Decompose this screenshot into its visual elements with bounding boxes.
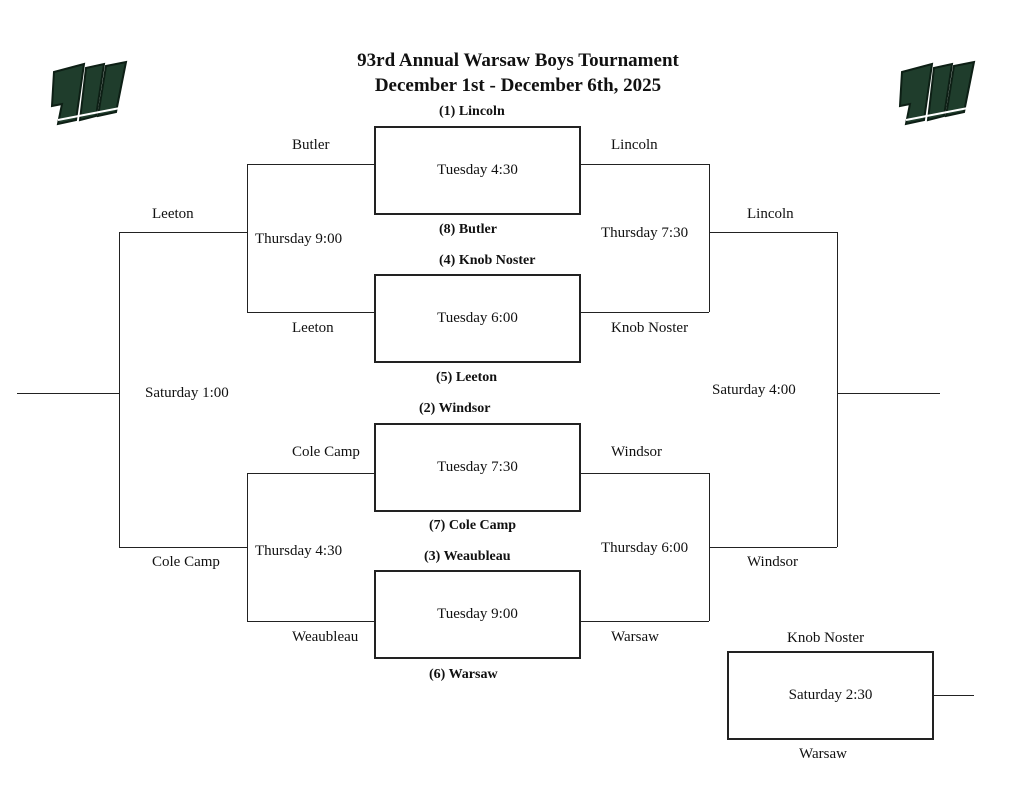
seed-7-label: (7) Cole Camp	[429, 518, 517, 533]
left-final-time: Saturday 1:00	[145, 385, 229, 401]
bracket-line	[581, 473, 709, 474]
left-semi1-winner: Leeton	[152, 206, 194, 222]
bracket-line	[581, 312, 709, 313]
game-box-4: Tuesday 9:00	[374, 570, 581, 659]
left-q2-winner: Leeton	[292, 320, 334, 336]
left-q4-winner: Weaubleau	[292, 629, 359, 645]
left-q3-winner: Cole Camp	[292, 444, 360, 460]
right-semi1-winner: Lincoln	[747, 206, 794, 222]
game-box-3: Tuesday 7:30	[374, 423, 581, 512]
bracket-line	[247, 312, 374, 313]
bracket-line	[709, 164, 710, 312]
bracket-line	[17, 393, 119, 394]
consolation-team-top: Knob Noster	[787, 630, 865, 646]
bracket-line	[837, 232, 838, 547]
game-time: Tuesday 7:30	[437, 459, 518, 475]
right-final-time: Saturday 4:00	[712, 382, 796, 398]
game-time: Tuesday 9:00	[437, 606, 518, 622]
left-semi2-winner: Cole Camp	[152, 554, 220, 570]
game-time: Tuesday 4:30	[437, 162, 518, 178]
bracket-line	[119, 232, 120, 547]
bracket-line	[837, 393, 940, 394]
warsaw-w-logo-icon	[898, 60, 976, 126]
seed-1-label: (1) Lincoln	[439, 104, 505, 119]
game-box-1: Tuesday 4:30	[374, 126, 581, 215]
left-semi2-time: Thursday 4:30	[255, 543, 343, 559]
bracket-line	[119, 547, 247, 548]
bracket-line	[247, 164, 374, 165]
seed-5-label: (5) Leeton	[436, 370, 498, 385]
seed-4-label: (4) Knob Noster	[439, 253, 536, 268]
right-q3-winner: Windsor	[611, 444, 663, 460]
right-q4-winner: Warsaw	[611, 629, 659, 645]
bracket-line	[247, 473, 374, 474]
seed-8-label: (8) Butler	[439, 222, 497, 237]
seed-6-label: (6) Warsaw	[429, 667, 498, 682]
bracket-line	[247, 621, 374, 622]
seed-2-label: (2) Windsor	[419, 401, 491, 416]
right-q1-winner: Lincoln	[611, 137, 658, 153]
bracket-line	[581, 621, 709, 622]
right-q2-winner: Knob Noster	[611, 320, 689, 336]
game-time: Tuesday 6:00	[437, 310, 518, 326]
left-q1-winner: Butler	[292, 137, 330, 153]
bracket-line	[709, 232, 837, 233]
bracket-line	[119, 232, 247, 233]
bracket-line	[934, 695, 974, 696]
tournament-dates: December 1st - December 6th, 2025	[374, 75, 662, 96]
game-box-2: Tuesday 6:00	[374, 274, 581, 363]
bracket-line	[581, 164, 709, 165]
consolation-team-bottom: Warsaw	[799, 746, 847, 762]
left-semi1-time: Thursday 9:00	[255, 231, 343, 247]
warsaw-w-logo-icon	[50, 60, 128, 126]
consolation-game-box: Saturday 2:30	[727, 651, 934, 740]
right-semi1-time: Thursday 7:30	[601, 225, 689, 241]
game-time: Saturday 2:30	[788, 687, 873, 703]
bracket-line	[709, 547, 837, 548]
right-semi2-time: Thursday 6:00	[601, 540, 689, 556]
tournament-title: 93rd Annual Warsaw Boys Tournament	[357, 50, 679, 71]
bracket-line	[247, 164, 248, 312]
right-semi2-winner: Windsor	[747, 554, 799, 570]
bracket-line	[247, 473, 248, 621]
seed-3-label: (3) Weaubleau	[424, 549, 511, 564]
